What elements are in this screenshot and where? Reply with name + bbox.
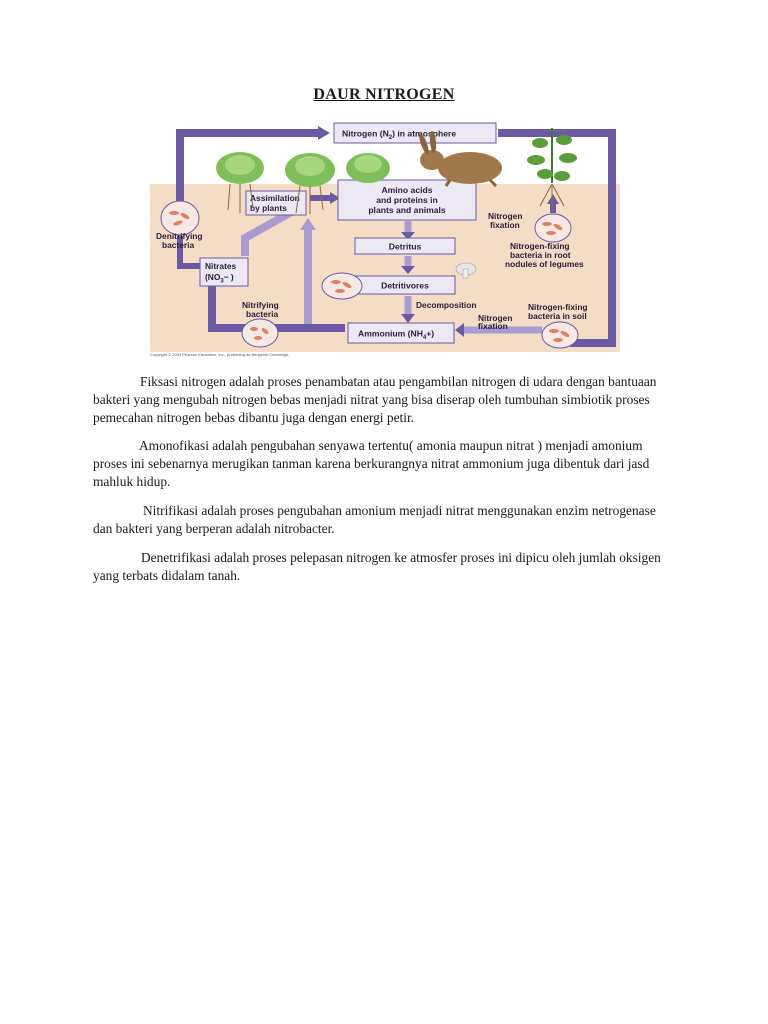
detritivores-bacteria-icon: [321, 272, 363, 300]
fixation-bottom-label-1: Nitrogen: [478, 313, 512, 323]
root-bacteria-label-3: nodules of legumes: [505, 259, 584, 269]
legume-plant-icon: [527, 128, 577, 210]
denitrification-arrow: [176, 129, 318, 203]
nitrifying-bacteria-icon: [241, 318, 279, 348]
amino-label-2: and proteins in: [376, 195, 438, 205]
detritus-label: Detritus: [389, 242, 422, 252]
denitrifying-label-1: Denitrifying: [156, 231, 203, 241]
root-bacteria-icon: [534, 213, 572, 243]
denitrifying-label-2: bacteria: [162, 240, 194, 250]
nitrogen-cycle-diagram: Nitrogen (N2) in atmosphere Amino acids …: [150, 118, 620, 358]
ammonium-label: Ammonium (NH4+): [358, 329, 434, 342]
soil-bacteria-label-2: bacteria in soil: [528, 311, 587, 321]
nitrates-label-2: (NO3− ): [205, 272, 234, 285]
detritivores-label: Detritivores: [381, 281, 429, 291]
detritus-detritivores-head: [401, 266, 415, 274]
root-bacteria-label-2: bacteria in root: [510, 250, 571, 260]
assimilation-to-amino-head: [330, 192, 340, 204]
paragraph-denetrifikasi: Denetrifikasi adalah proses pelepasan ni…: [93, 550, 661, 584]
nitrifying-label-1: Nitrifying: [242, 300, 279, 310]
nitrogen-cycle-svg: Nitrogen (N2) in atmosphere Amino acids …: [150, 122, 620, 357]
paragraph-fiksasi: Fiksasi nitrogen adalah proses penambata…: [93, 374, 657, 426]
amino-detritus-head: [401, 232, 415, 240]
nitrates-box: [199, 257, 249, 287]
soil-bacteria-label-1: Nitrogen-fixing: [528, 302, 588, 312]
fixation-top-label-2: fixation: [490, 220, 520, 230]
soil-fixation-arrow-head: [455, 323, 464, 337]
soil-bacteria-icon: [541, 321, 579, 349]
nitrification-arrow: [208, 280, 345, 332]
detritus-box: [354, 237, 456, 255]
paragraph-nitrifikasi: Nitrifikasi adalah proses pengubahan amo…: [93, 503, 656, 537]
amino-acids-box: [337, 179, 477, 221]
assimilation-label-1: Assimilation: [250, 193, 300, 203]
ammonium-assimilation-head: [300, 218, 316, 230]
paragraph-amonofikasi: Amonofikasi adalah pengubahan senyawa te…: [93, 438, 650, 490]
decomposition-arrow-head: [401, 314, 415, 323]
cabbage-plant-icon-2: [285, 153, 335, 214]
fixation-bottom-label-2: fixation: [478, 321, 508, 331]
cabbage-plant-icon: [216, 152, 264, 213]
assimilation-arrow: [241, 206, 297, 256]
cabbage-plant-icon-3: [346, 153, 390, 183]
mushroom-icon: [455, 262, 477, 279]
assimilation-label-2: by plants: [250, 203, 287, 213]
fixation-top-label-1: Nitrogen: [488, 211, 522, 221]
rabbit-icon: [419, 131, 502, 188]
nitrates-label-1: Nitrates: [205, 261, 237, 271]
document-title: DAUR NITROGEN: [313, 86, 455, 103]
root-fixation-arrow-head: [547, 194, 559, 204]
decomposition-label: Decomposition: [416, 300, 477, 310]
ammonium-box: [347, 322, 455, 344]
root-bacteria-label-1: Nitrogen-fixing: [510, 241, 570, 251]
amino-label-3: plants and animals: [368, 205, 446, 215]
atmosphere-label: Nitrogen (N2) in atmosphere: [342, 129, 456, 142]
atmosphere-box: [333, 122, 497, 144]
fixation-loop-arrow: [498, 129, 616, 347]
denitrifying-bacteria-icon: [160, 200, 200, 236]
copyright-text: Copyright © 2003 Pearson Education, Inc.…: [150, 352, 289, 357]
nitrifying-label-2: bacteria: [246, 309, 278, 319]
denitrifying-connector: [177, 236, 200, 269]
denitrification-arrow-head: [318, 126, 330, 140]
amino-label-1: Amino acids: [381, 185, 432, 195]
